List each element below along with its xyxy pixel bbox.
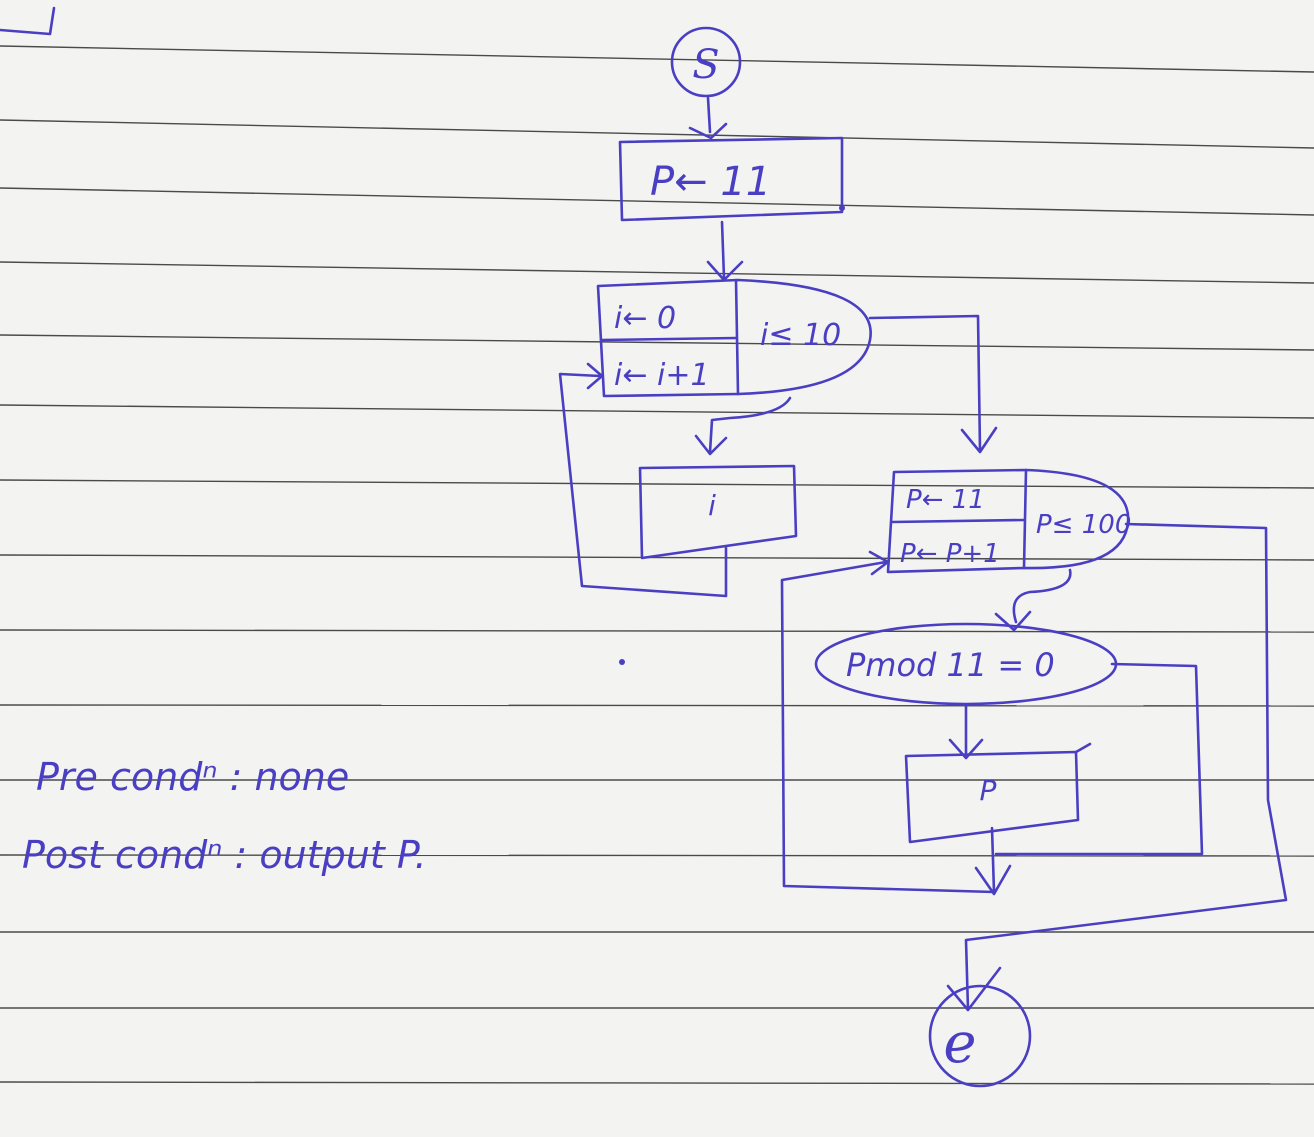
arrow-init-to-loop xyxy=(706,220,744,282)
pre-condition-note: Pre condⁿ : none xyxy=(36,755,349,799)
arrow-outer-loopback xyxy=(558,362,728,598)
ink-dot xyxy=(619,659,625,665)
outer-body-label: i xyxy=(708,489,716,522)
corner-mark xyxy=(0,6,56,36)
inner-loop-node: P← 11 P← P+1 P≤ 100 xyxy=(886,468,1131,574)
post-condition-note: Post condⁿ : output P. xyxy=(22,833,427,877)
outer-loop-init: i← 0 xyxy=(614,301,676,336)
arrow-decision-false xyxy=(994,662,1204,856)
decision-node: Pmod 11 = 0 xyxy=(814,622,1118,706)
outer-loop-node: i← 0 i← i+1 i≤ 10 xyxy=(596,278,872,398)
arrow-inner-to-decision xyxy=(994,568,1072,632)
arrow-inner-exit xyxy=(946,522,1288,1012)
output-label: P xyxy=(980,774,997,807)
arrow-start-to-init xyxy=(688,96,728,140)
arrow-decision-true xyxy=(948,704,984,760)
start-label: S xyxy=(692,42,719,88)
outer-body-box: i xyxy=(638,464,798,560)
arrow-output-to-join xyxy=(974,826,1012,896)
arrow-outer-to-body xyxy=(694,396,792,456)
outer-loop-update: i← i+1 xyxy=(614,358,710,393)
inner-loop-condition: P≤ 100 xyxy=(1036,510,1131,540)
init-process-box: P← 11 xyxy=(618,136,844,222)
outer-loop-condition: i≤ 10 xyxy=(760,318,841,353)
end-label: e xyxy=(943,1011,976,1076)
end-node: e xyxy=(928,984,1032,1088)
output-box: P xyxy=(904,742,1092,844)
arrow-outer-exit xyxy=(868,314,998,454)
inner-loop-init: P← 11 xyxy=(906,485,985,515)
decision-label: Pmod 11 = 0 xyxy=(846,646,1055,684)
ink-dot xyxy=(839,205,845,211)
ruled-lines xyxy=(0,45,1314,1085)
arrow-inner-loopback xyxy=(780,550,996,894)
inner-loop-update: P← P+1 xyxy=(900,539,1000,569)
init-process-label: P← 11 xyxy=(650,159,771,205)
start-node: S xyxy=(670,26,742,98)
